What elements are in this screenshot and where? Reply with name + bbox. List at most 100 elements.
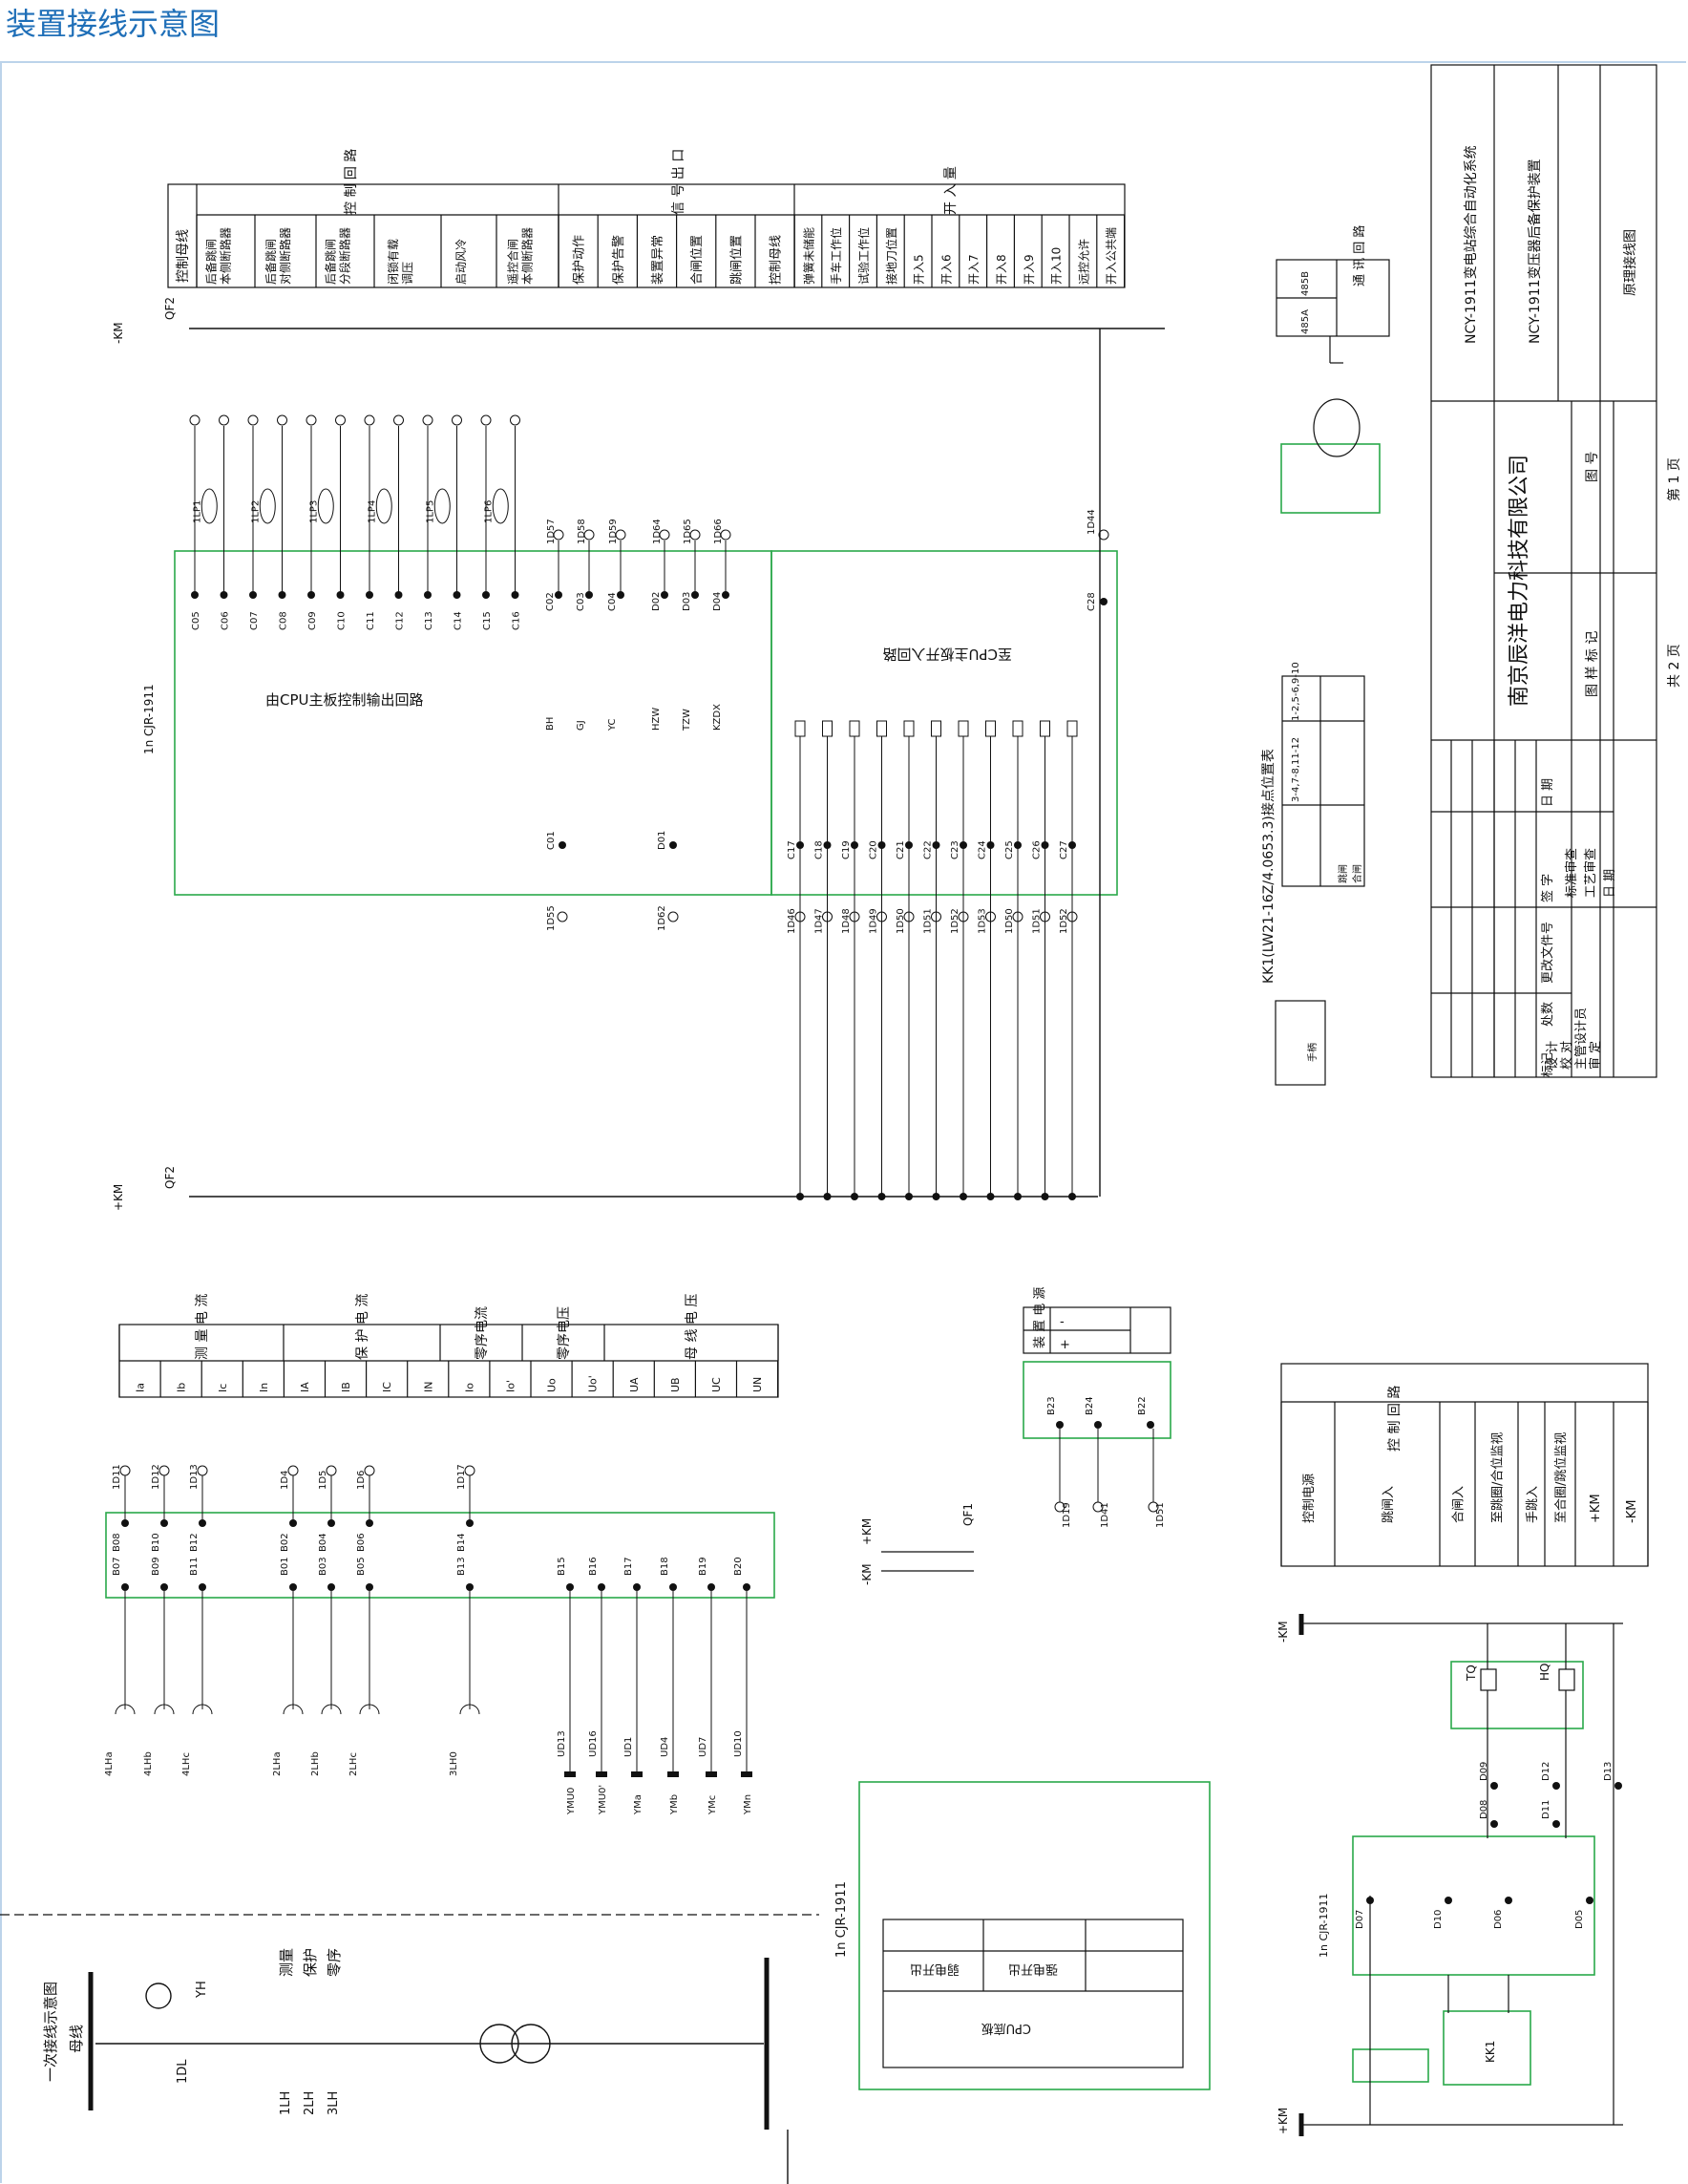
module-label-top: 1n CJR-1911 xyxy=(142,684,156,754)
b-bot-label-12: B20 xyxy=(733,1557,744,1576)
sig-top-label-3: 1D64 xyxy=(652,519,663,544)
sig-top-label-5: 1D66 xyxy=(713,519,724,544)
rd-label-5: D07 xyxy=(1355,1910,1365,1929)
c-out-label-7: C12 xyxy=(395,611,406,630)
primary-zero: 零序 xyxy=(326,1948,343,1977)
lp-label-1: 1LP2 xyxy=(250,500,261,523)
lp-label-5: 1LP6 xyxy=(483,500,494,523)
lp-top-terminal xyxy=(306,414,317,426)
c-out-terminal xyxy=(394,591,403,599)
ct-input-item-7: 开入8 xyxy=(995,254,1008,285)
ctrl2-item-4: 手跳入 xyxy=(1526,1486,1540,1523)
lp-link xyxy=(200,488,218,524)
b-top-label-5: B06 xyxy=(356,1533,367,1552)
meas-item-12: UA xyxy=(628,1377,641,1392)
kk-row-2: 合闸 xyxy=(1351,864,1363,883)
meas-item-5: IB xyxy=(340,1382,352,1392)
c-out-label-2: C07 xyxy=(249,611,260,630)
primary-diagram xyxy=(88,1958,789,2184)
c-out-label-5: C10 xyxy=(337,611,348,630)
qf2-top: QF2 xyxy=(163,297,177,320)
b-bot-label-8: B16 xyxy=(588,1557,599,1576)
c-out-terminal xyxy=(278,591,286,599)
rd-label-4: D13 xyxy=(1603,1762,1614,1781)
optocoupler xyxy=(822,720,833,737)
ct-input-item-3: 接地刀位置 xyxy=(884,227,898,285)
km-neg-right: -KM xyxy=(1277,1621,1290,1643)
lp-link xyxy=(492,488,509,524)
ct-group-signal: 信 号 出 口 xyxy=(671,149,686,215)
c01-label: C01 xyxy=(546,831,557,850)
in-d-label-6: 1D52 xyxy=(950,908,960,934)
c-out-terminal xyxy=(453,591,461,599)
pw-d-label-2: 1D51 xyxy=(1155,1502,1166,1528)
primary-meas: 测量 xyxy=(278,1948,295,1977)
c-out-label-10: C15 xyxy=(482,611,493,630)
sig-top-label-0: 1D57 xyxy=(546,519,557,544)
tb-mark-label: 图 样 标 记 xyxy=(1585,631,1600,697)
tb-role-1: 校 对 xyxy=(1559,1041,1574,1070)
in-d-label-1: 1D47 xyxy=(814,908,825,934)
sig-c-label-1: C03 xyxy=(576,592,586,611)
km-pos-mid: +KM xyxy=(112,1184,125,1211)
lp-link xyxy=(317,488,334,524)
rd-label-7: D06 xyxy=(1493,1910,1504,1929)
b-top-label-3: B02 xyxy=(280,1533,290,1552)
sig-top-label-1: 1D58 xyxy=(577,519,587,544)
sig-c-label-3: D02 xyxy=(651,592,662,611)
comm-table xyxy=(1276,259,1390,457)
in-c-label-10: C27 xyxy=(1059,840,1069,859)
optocoupler xyxy=(958,720,969,737)
title-block-text: NCY-1911变电站综合自动化系统 NCY-1911变压器后备保护装置 原理接… xyxy=(1464,145,1682,1077)
module-label-cpu: 1n CJR-1911 xyxy=(834,1881,849,1958)
tb-role-2: 主管设计员 xyxy=(1574,1007,1589,1070)
sig-top-terminal xyxy=(720,529,731,541)
b-top-label-4: B04 xyxy=(318,1533,328,1552)
ct-input-item-4: 开入5 xyxy=(913,254,926,285)
meas-item-11: Uo' xyxy=(587,1375,600,1392)
km-neg-qf1: -KM xyxy=(860,1563,874,1585)
tb-review-1: 工艺审查 xyxy=(1584,848,1598,898)
lh-label-4: 2LHb xyxy=(310,1751,321,1776)
kk-table xyxy=(1275,675,1365,1086)
primary-1lh: 1LH xyxy=(279,2091,293,2115)
title-block xyxy=(1430,64,1657,1078)
ct-signal-item-4: 跳闸位置 xyxy=(729,235,744,285)
ct-input-item-1: 手车工作位 xyxy=(829,227,843,285)
d-top-label-3: 1D4 xyxy=(280,1471,290,1490)
d-top-label-0: 1D11 xyxy=(112,1464,122,1490)
in-c-label-4: C21 xyxy=(896,840,906,859)
tb-rev-header-4: 日 期 xyxy=(1541,778,1555,807)
tb-drawing: 原理接线图 xyxy=(1622,229,1638,296)
ct-input-item-9: 开入10 xyxy=(1050,247,1064,285)
tb-role-3: 审 定 xyxy=(1589,1041,1603,1070)
meas-item-2: Ic xyxy=(217,1384,229,1392)
sig-name-4: TZW xyxy=(682,709,692,732)
tb-company: 南京辰洋电力科技有限公司 xyxy=(1508,455,1531,707)
ct-input-item-8: 开入9 xyxy=(1023,254,1036,285)
ct-ctrl-item-2: 分段断路器 xyxy=(338,227,352,285)
in-c-label-6: C23 xyxy=(950,840,960,859)
in-d-label-4: 1D50 xyxy=(896,908,906,934)
ct-group-input: 开 入 量 xyxy=(943,166,959,215)
sig-name-0: BH xyxy=(545,717,556,731)
ctrl2-item-1: 跳闸入 xyxy=(1382,1486,1396,1523)
ct-signal-item-3: 合闸位置 xyxy=(690,235,705,285)
meas-item-9: Io' xyxy=(504,1380,517,1392)
c-out-terminal xyxy=(249,591,257,599)
in-c-label-7: C24 xyxy=(978,840,988,859)
ctrl2-item-0: 控制电源 xyxy=(1302,1474,1317,1523)
qf2-mid: QF2 xyxy=(163,1166,177,1189)
sig-c-label-5: D04 xyxy=(712,592,723,611)
lp-label-0: 1LP1 xyxy=(192,500,202,523)
meas-item-8: Io xyxy=(463,1383,475,1392)
meas-group-4: 母 线 电 压 xyxy=(685,1294,700,1360)
tb-review-2: 日 期 xyxy=(1603,869,1617,898)
ym-label-2: YMa xyxy=(633,1794,644,1815)
d01-label: D01 xyxy=(657,831,667,850)
ct-ctrl-item-3: 调压 xyxy=(401,262,414,285)
cpu-in-label: 至CPU主板开入回路 xyxy=(883,646,1013,663)
c-out-label-3: C08 xyxy=(279,611,289,630)
ct-signal-item-2: 装置异常 xyxy=(651,235,665,285)
bus-labels: -KM QF2 +KM QF2 由CPU主板控制输出回路 至CPU主板开入回路 … xyxy=(112,297,1012,1211)
